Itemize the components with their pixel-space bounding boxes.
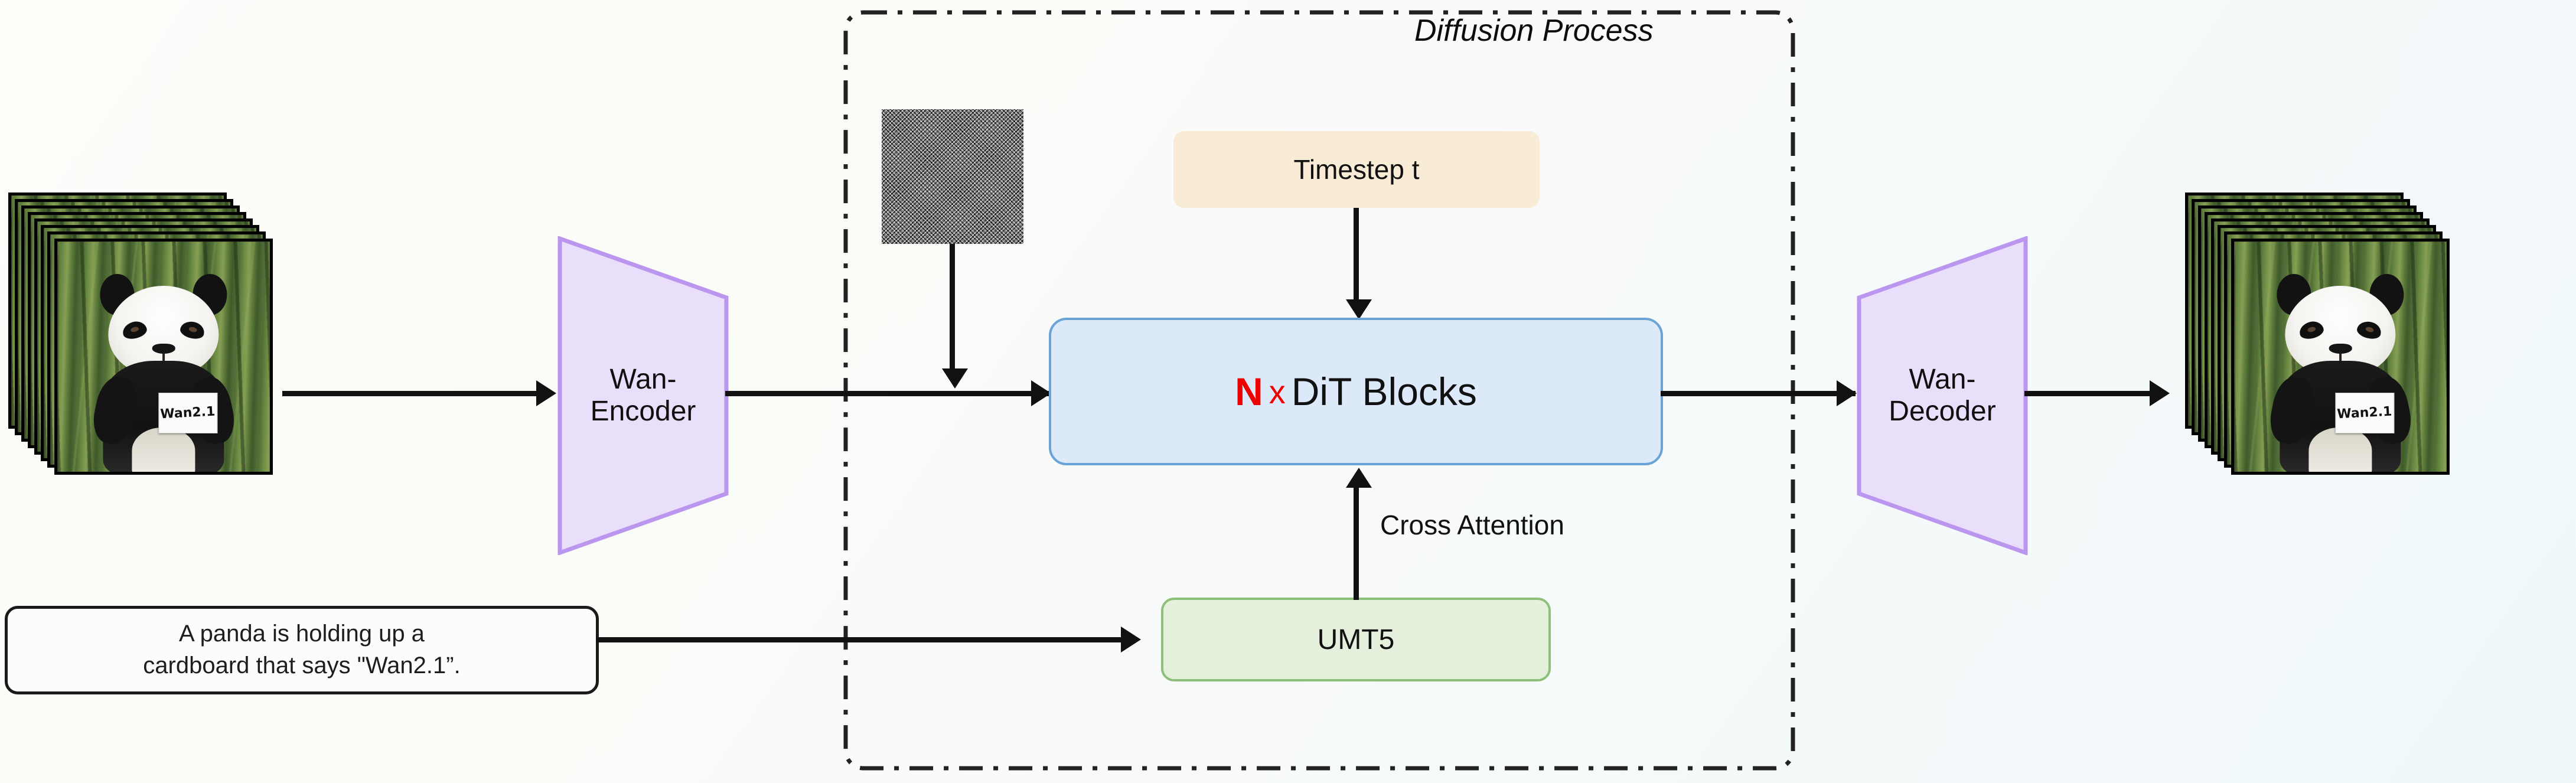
output-video-frame-stack: Wan2.1	[2185, 193, 2463, 488]
diffusion-process-label: Diffusion Process	[1414, 14, 1654, 48]
arrowhead-decoder-to-frames	[2150, 380, 2170, 406]
arrowhead-encoder-to-dit	[1031, 380, 1051, 406]
umt5-label: UMT5	[1317, 624, 1395, 655]
gaussian-noise-patch	[882, 109, 1023, 244]
input-video-frame-stack: Wan2.1	[8, 193, 286, 488]
panda-sign-text: Wan2.1	[160, 404, 216, 422]
timestep-label: Timestep t	[1293, 154, 1420, 185]
diffusion-region-outline	[843, 10, 1795, 771]
panda-illustration: Wan2.1	[88, 273, 239, 472]
edge-frames-to-encoder	[282, 391, 536, 396]
wan-decoder-block[interactable]: Wan- Decoder	[1857, 236, 2028, 555]
input-front-frame: Wan2.1	[54, 239, 273, 475]
wan-encoder-block[interactable]: Wan- Encoder	[557, 236, 729, 555]
dit-blocks-label: DiT Blocks	[1291, 370, 1477, 413]
cross-attention-label: Cross Attention	[1380, 510, 1564, 540]
timestep-block[interactable]: Timestep t	[1173, 131, 1540, 208]
arrowhead-prompt-to-umt5	[1121, 627, 1141, 652]
prompt-text-box[interactable]: A panda is holding up a cardboard that s…	[5, 606, 599, 694]
panda-sign-text: Wan2.1	[2337, 404, 2393, 422]
dit-times-symbol: x	[1269, 373, 1286, 410]
dit-blocks-block[interactable]: N x DiT Blocks	[1049, 318, 1663, 465]
edge-dit-to-decoder	[1661, 391, 1856, 396]
diffusion-process-region	[843, 10, 1795, 771]
panda-sign: Wan2.1	[158, 392, 218, 433]
output-front-frame: Wan2.1	[2231, 239, 2450, 475]
arrowhead-noise-to-latent	[942, 368, 968, 389]
edge-prompt-to-umt5	[596, 637, 1121, 642]
edge-noise-to-latent	[950, 244, 955, 373]
edge-decoder-to-frames	[2024, 391, 2160, 396]
panda-sign: Wan2.1	[2335, 392, 2395, 433]
arrowhead-timestep-to-dit	[1346, 299, 1372, 319]
prompt-line-2: cardboard that says "Wan2.1”.	[143, 652, 461, 678]
edge-umt5-to-dit	[1354, 488, 1359, 600]
dit-repeat-count: N	[1235, 370, 1263, 413]
umt5-block[interactable]: UMT5	[1161, 598, 1551, 681]
arrowhead-dit-to-decoder	[1837, 380, 1857, 406]
prompt-line-1: A panda is holding up a	[179, 621, 425, 647]
trapezoid-shape	[557, 236, 729, 555]
edge-encoder-to-dit	[725, 391, 1051, 396]
arrowhead-umt5-to-dit	[1346, 468, 1372, 488]
arrowhead-frames-to-encoder	[536, 380, 556, 406]
panda-illustration: Wan2.1	[2265, 273, 2416, 472]
trapezoid-shape	[1857, 236, 2028, 555]
edge-timestep-to-dit	[1354, 208, 1359, 304]
